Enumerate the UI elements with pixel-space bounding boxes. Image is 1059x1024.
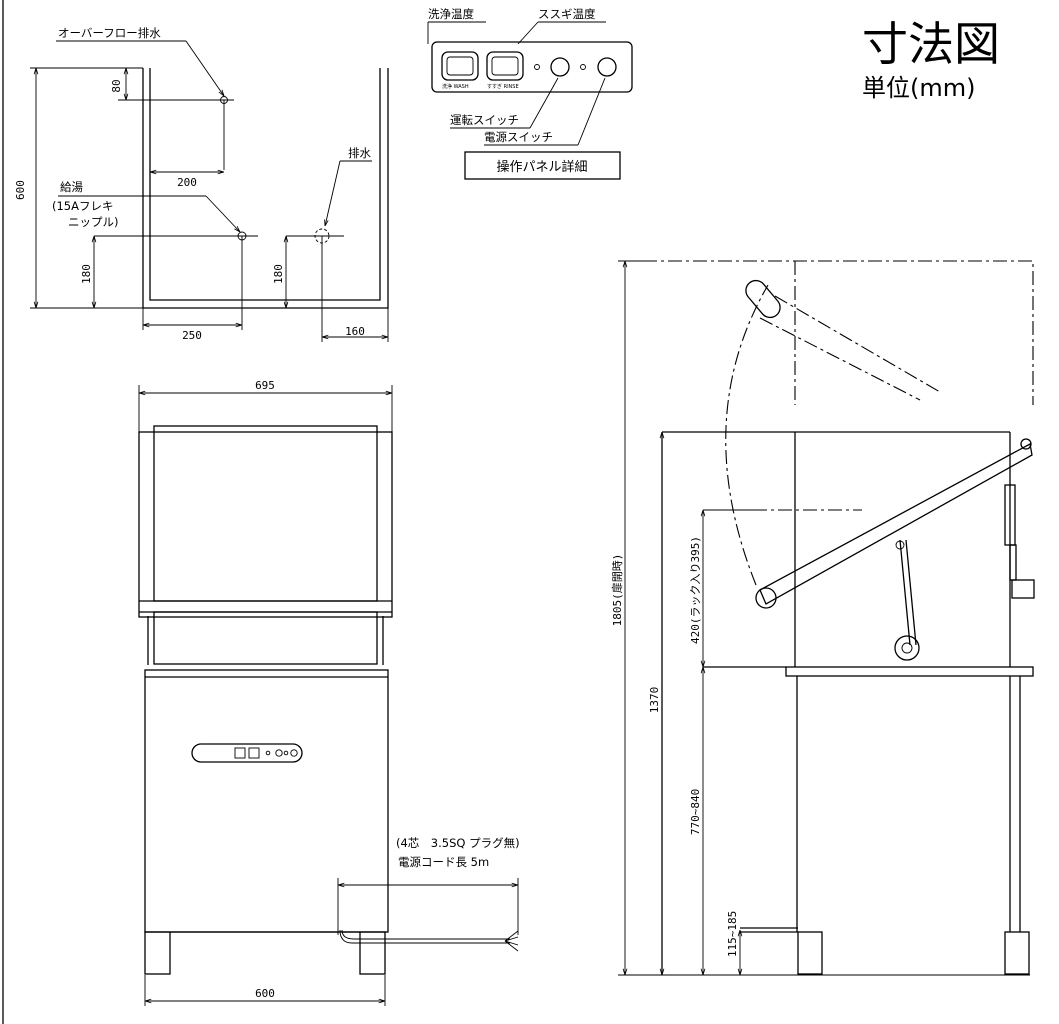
rinse-temp-label: ススギ温度 (538, 7, 596, 21)
water-supply-label: 給湯 (60, 180, 83, 194)
dim-drain-height: 115~185 (726, 911, 739, 957)
dim-80: 80 (110, 79, 123, 92)
dim-width-600: 600 (255, 987, 275, 1000)
supply-spec-line2: ニップル) (68, 215, 119, 229)
dim-total-height: 1370 (648, 687, 661, 714)
wash-sub-label: 洗浄 WASH (442, 83, 469, 90)
dim-width-695: 695 (255, 379, 275, 392)
unit-label: 単位(mm) (862, 74, 975, 102)
drawing-title: 寸法図 (862, 17, 1000, 71)
dim-160: 160 (345, 325, 365, 338)
side-view: 1805(扉開時) 1370 420(ラック入り395) 770~840 115… (611, 260, 1035, 976)
dim-180-left: 180 (80, 264, 93, 284)
rinse-sub-label: すすぎ RINSE (487, 83, 519, 90)
overflow-drain-label: オーバーフロー排水 (58, 26, 161, 40)
dim-200: 200 (177, 176, 197, 189)
dim-open-height: 1805(扉開時) (611, 554, 624, 627)
panel-caption: 操作パネル詳細 (496, 159, 587, 175)
dim-depth-600: 600 (14, 180, 27, 200)
power-switch-label: 電源スイッチ (484, 130, 553, 144)
cord-spec-label: (4芯 3.5SQ プラグ無) (396, 836, 520, 850)
dim-180-right: 180 (272, 264, 285, 284)
front-view: 695 (4芯 3.5SQ プラグ無) 電源コード長 5m (138, 379, 520, 1006)
drain-label: 排水 (348, 146, 371, 160)
top-view: 600 オーバーフロー排水 80 200 給湯 (15Aフレキ ニップル) 排水… (14, 26, 389, 342)
wash-temp-label: 洗浄温度 (428, 7, 474, 21)
control-panel-detail: 洗浄温度 ススギ温度 洗浄 WASH すすぎ RINSE 運転スイッチ 電源スイ… (427, 7, 633, 180)
dim-rack-height: 420(ラック入り395) (689, 536, 702, 644)
dim-table-height: 770~840 (689, 789, 702, 835)
supply-spec-line1: (15Aフレキ (52, 199, 114, 213)
dim-250: 250 (182, 329, 202, 342)
cord-length-label: 電源コード長 5m (398, 855, 489, 869)
run-switch-label: 運転スイッチ (450, 113, 519, 127)
